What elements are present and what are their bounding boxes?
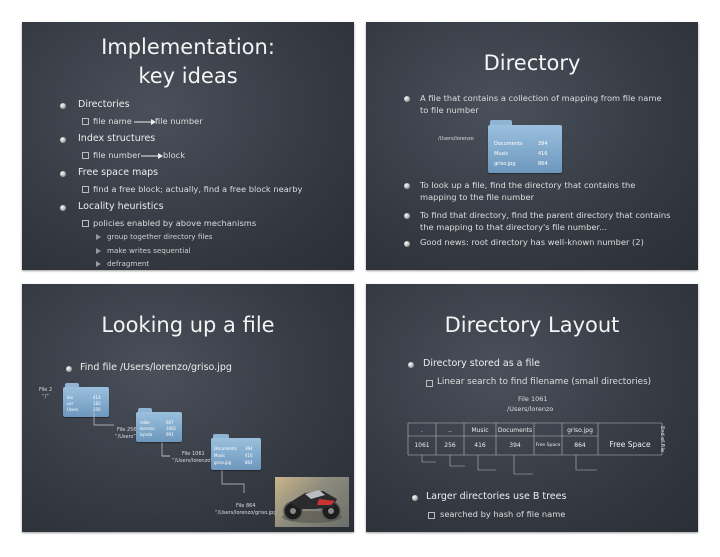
subsub-item: group together directory files xyxy=(107,232,213,241)
folder-icon: Documents 394 Music 416 griso.jpg 864 xyxy=(211,438,261,470)
table-cell: 256 xyxy=(444,442,456,449)
table-cell: 416 xyxy=(474,442,486,449)
arrow-icon xyxy=(134,119,156,125)
sub-bullet xyxy=(82,186,89,193)
item-free-space-maps: Free space maps xyxy=(78,167,159,178)
folder-icon: Documents 394 Music 416 griso.jpg 864 xyxy=(488,125,562,173)
file-path: “/Users/lorenzo” xyxy=(172,458,213,464)
slide-implementation: Implementation: key ideas Directories fi… xyxy=(22,22,354,270)
folder-icon xyxy=(213,434,229,439)
subsub-bullet xyxy=(96,261,101,267)
motorcycle-photo xyxy=(275,477,349,527)
motorcycle-icon xyxy=(282,490,342,523)
folder-icon xyxy=(65,383,79,388)
free-block-text: find a free block; actually, find a free… xyxy=(93,184,303,194)
file-label: File 2 xyxy=(39,387,53,393)
table-cell: Documents xyxy=(497,427,533,434)
file-number-text: file number xyxy=(155,116,203,126)
table-cell: .. xyxy=(448,427,452,434)
bullet-dot xyxy=(60,171,66,177)
folder-icon: bin 414 usr 182 Users 256 xyxy=(63,387,109,417)
slide-title: Implementation: xyxy=(101,35,275,59)
free-space-cell: Free Space xyxy=(609,440,651,449)
bullet-dot xyxy=(60,103,66,109)
bullet-text: A file that contains a collection of map… xyxy=(420,93,662,115)
folder-icon: mike 667 lorenzo 1061 kynda 991 xyxy=(136,412,182,442)
folder-icon xyxy=(490,120,512,126)
table-cell: . xyxy=(421,427,423,434)
sub-bullet xyxy=(428,512,435,519)
sub-bullet xyxy=(82,220,89,227)
subsub-item: defragment xyxy=(107,259,150,268)
sub-bullet xyxy=(426,380,433,387)
file-label: File 256 xyxy=(117,427,137,433)
table-cell: Free Space xyxy=(535,443,561,448)
bullet-dot xyxy=(412,495,418,501)
bullet-dot xyxy=(60,205,66,211)
slide-directory: Directory A file that contains a collect… xyxy=(366,22,698,270)
table-cell: griso.jpg xyxy=(567,427,593,434)
bullet-dot xyxy=(404,96,410,102)
end-of-file-label: End of File xyxy=(658,426,665,452)
sub-bullet-text: Linear search to find filename (small di… xyxy=(437,377,652,387)
file-label: File 1061 xyxy=(182,451,205,457)
directory-table-lines xyxy=(407,422,663,475)
file-path: “/Users” xyxy=(115,434,136,440)
bullet-text: Find file /Users/lorenzo/griso.jpg xyxy=(80,362,232,373)
slide-title: Directory xyxy=(483,51,581,75)
subsub-bullet xyxy=(96,248,101,254)
subsub-item: make writes sequential xyxy=(107,246,191,255)
file-label: File 1061 xyxy=(518,395,548,403)
slide-directory-layout: Directory Layout Directory stored as a f… xyxy=(366,284,698,532)
bullet-dot xyxy=(404,213,410,219)
file-path: /Users/lorenzo xyxy=(507,405,554,413)
slide-title: Looking up a file xyxy=(101,313,275,337)
folder-icon xyxy=(138,408,152,413)
item-locality-heuristics: Locality heuristics xyxy=(78,201,164,212)
subsub-bullet xyxy=(96,234,101,240)
arrow-icon xyxy=(141,153,163,159)
bullet-dot xyxy=(404,183,410,189)
bullet-dot xyxy=(404,241,410,247)
block-text: block xyxy=(163,150,186,160)
table-cell: Music xyxy=(471,427,489,434)
file-path: “/” xyxy=(42,394,49,400)
folder-path: /Users/lorenzo xyxy=(438,136,474,142)
bullet-dot xyxy=(408,362,414,368)
file-label: File 864 xyxy=(236,503,256,509)
table-cell: 1061 xyxy=(414,442,430,449)
bullet-text: Good news: root directory has well-known… xyxy=(420,237,644,247)
slide-title: Directory Layout xyxy=(444,313,620,337)
slide-title-line2: key ideas xyxy=(138,64,238,88)
bullet-text: Larger directories use B trees xyxy=(426,491,567,502)
bullet-text: To find that directory, find the parent … xyxy=(420,210,671,232)
file-name-text: file name xyxy=(93,116,132,126)
file-number-text: file number xyxy=(93,150,141,160)
item-directories: Directories xyxy=(78,99,130,110)
item-index-structures: Index structures xyxy=(78,133,156,144)
table-cell: 864 xyxy=(574,442,586,449)
bullet-dot xyxy=(60,137,66,143)
policies-text: policies enabled by above mechanisms xyxy=(93,218,257,228)
bullet-text: To look up a file, find the directory th… xyxy=(420,180,636,202)
bullet-dot xyxy=(66,366,72,372)
sub-bullet-text: searched by hash of file name xyxy=(440,509,566,519)
bullet-text: Directory stored as a file xyxy=(423,358,540,369)
slide-looking-up-file: Looking up a file Find file /Users/loren… xyxy=(22,284,354,532)
sub-bullet xyxy=(82,118,89,125)
table-cell: 394 xyxy=(509,442,521,449)
sub-bullet xyxy=(82,152,89,159)
file-path: “/Users/lorenzo/griso.jpg” xyxy=(215,510,280,516)
